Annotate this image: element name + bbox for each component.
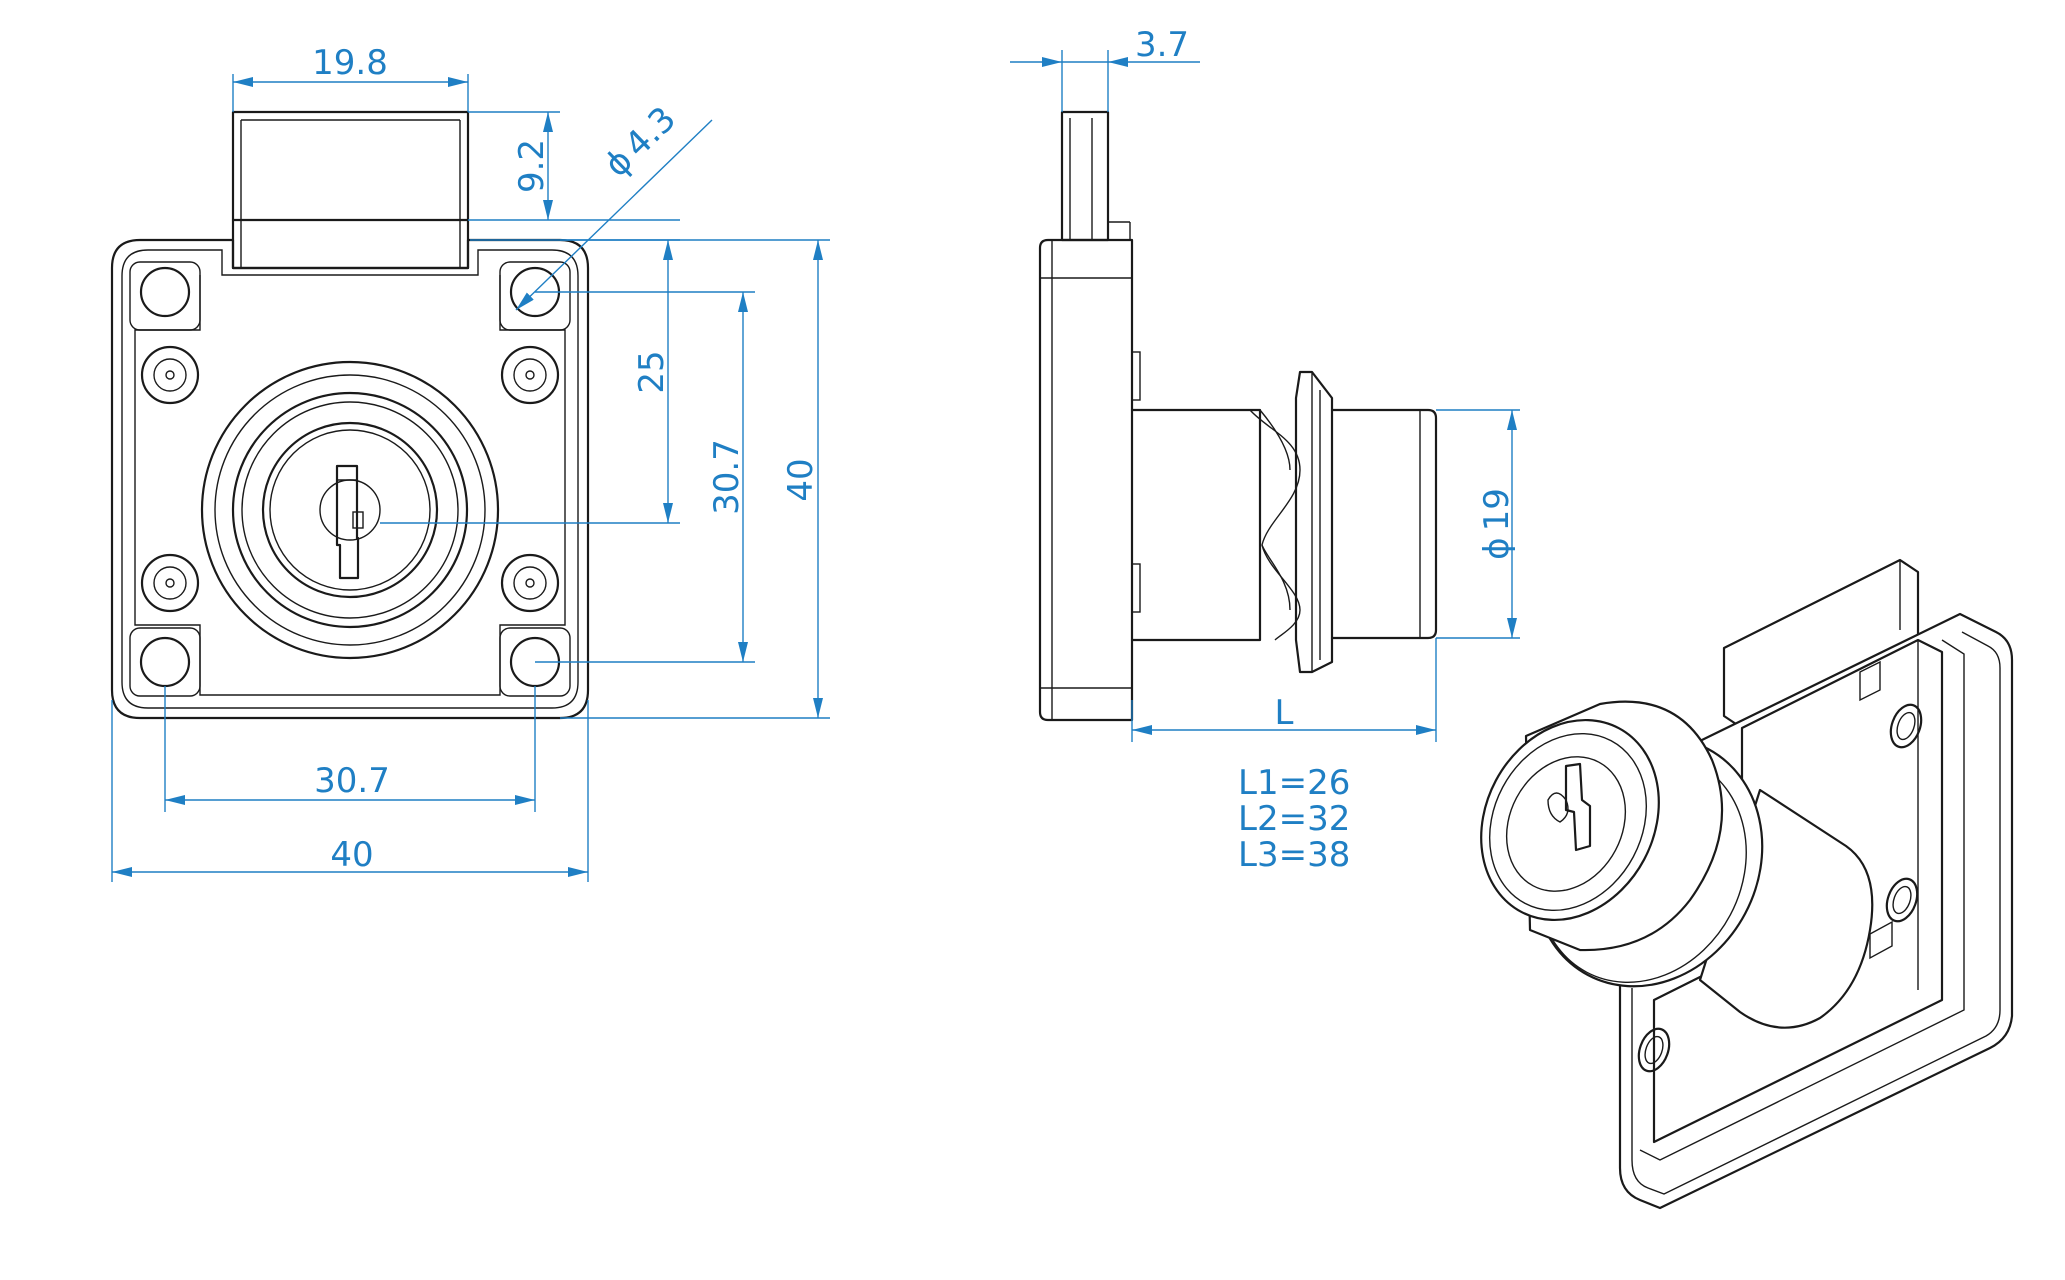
length-option-2: L2=32 (1238, 799, 1350, 839)
dim-plate-thickness: 3.7 (1135, 25, 1189, 65)
side-latch (1060, 110, 1110, 242)
dim-hole-diameter: ϕ4.3 (597, 99, 684, 185)
key-cylinder-front (200, 360, 500, 660)
dim-length: L (1275, 693, 1294, 733)
dim-hole-to-key: 25 (632, 350, 672, 393)
side-view (1038, 110, 1438, 722)
mount-hole-bl (139, 636, 191, 688)
side-body (1130, 408, 1262, 642)
body-plate-inner (121, 249, 579, 709)
side-view-dimensions: 3.7 ϕ19 L L1=26 L2=32 L3=38 (1010, 25, 1520, 875)
side-plate (1038, 238, 1134, 722)
isometric-view (1480, 558, 2014, 1210)
dim-width: 40 (330, 835, 373, 875)
front-view (110, 110, 590, 720)
side-cylinder (1330, 408, 1438, 640)
iso-cylinder-face (1480, 718, 1660, 922)
keyway (335, 464, 360, 580)
mount-hole-tl (139, 266, 191, 318)
side-flange (1294, 370, 1334, 674)
svg-text:ϕ4.3: ϕ4.3 (597, 99, 684, 185)
dim-cylinder-diameter: ϕ19 (1477, 488, 1517, 560)
dim-height: 40 (781, 458, 821, 501)
dim-latch-height: 9.2 (512, 139, 552, 193)
rivets (140, 345, 560, 613)
dim-hole-spacing-horizontal: 30.7 (314, 761, 390, 801)
iso-keyway (1564, 762, 1592, 852)
length-option-1: L1=26 (1238, 763, 1350, 803)
latch-bolt (231, 110, 470, 270)
length-option-3: L3=38 (1238, 835, 1350, 875)
svg-text:ϕ19: ϕ19 (1477, 488, 1517, 560)
front-view-dimensions: 19.8 9.2 ϕ4.3 25 30.7 40 30.7 (111, 43, 830, 882)
dim-hole-spacing-vertical: 30.7 (707, 439, 747, 515)
dim-latch-width: 19.8 (312, 43, 388, 83)
body-recess (134, 275, 566, 696)
